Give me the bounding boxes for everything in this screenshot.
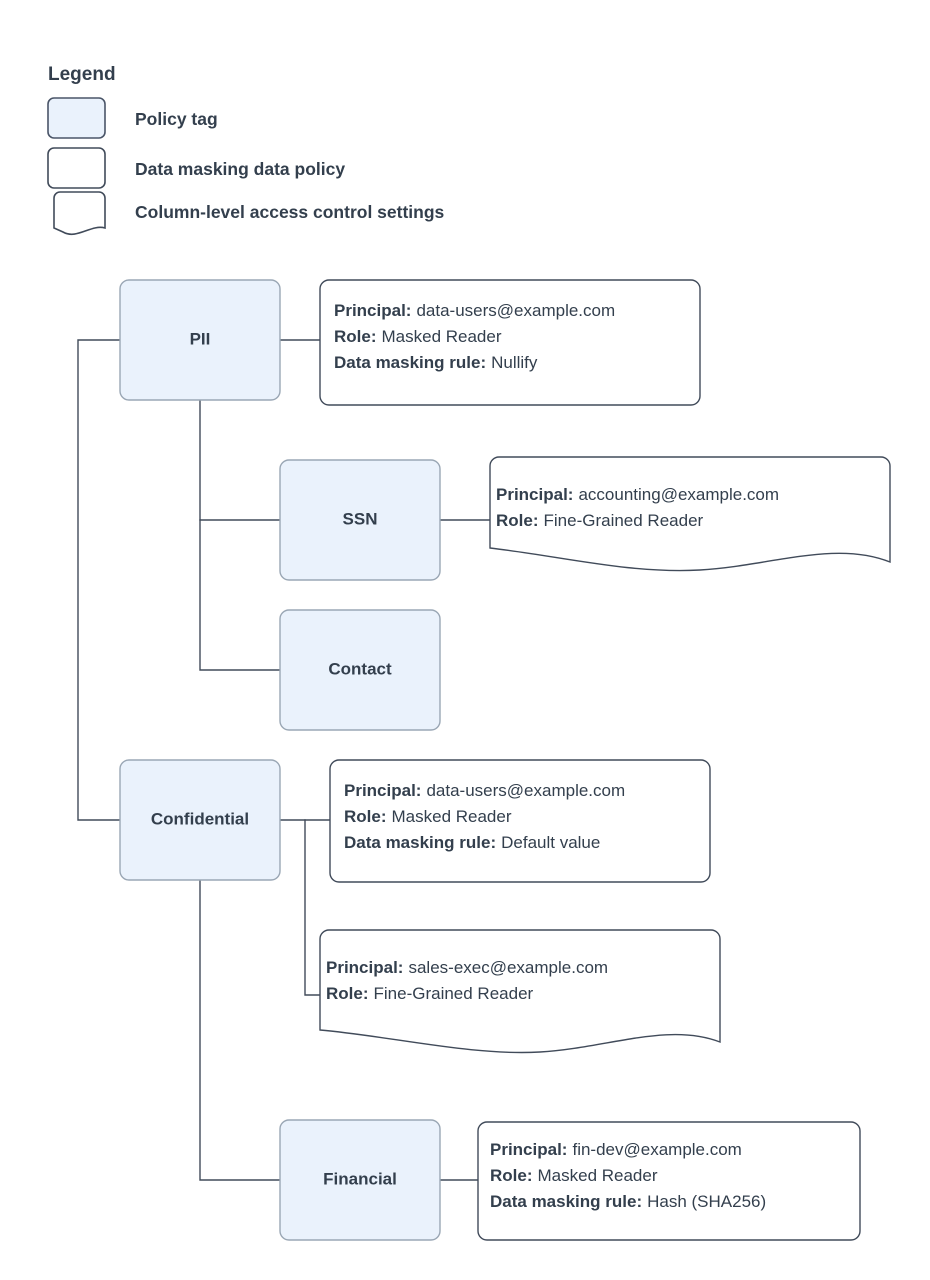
- policy-box-pii-masking[interactable]: Principal:data-users@example.com Role:Ma…: [319, 279, 701, 406]
- policy-confidential-masking-role: Role:Masked Reader: [344, 807, 512, 826]
- node-ssn[interactable]: SSN: [279, 459, 441, 581]
- policy-box-confidential-access-shape[interactable]: [319, 929, 721, 1054]
- data-masking-policy-swatch: [47, 147, 106, 189]
- node-contact-shape[interactable]: [279, 609, 441, 731]
- policy-box-ssn-access[interactable]: Principal:accounting@example.com Role:Fi…: [489, 456, 891, 572]
- node-confidential[interactable]: Confidential: [119, 759, 281, 881]
- connector-confidential-to-financial: [199, 879, 281, 1181]
- legend-item-policy-tag: Policy tag: [47, 97, 218, 139]
- policy-financial-masking-rule: Data masking rule:Hash (SHA256): [490, 1192, 766, 1211]
- policy-confidential-access-principal: Principal:sales-exec@example.com: [326, 958, 608, 977]
- legend-title: Legend: [48, 64, 116, 85]
- connector-pii-to-contact: [199, 519, 281, 671]
- node-pii[interactable]: PII: [119, 279, 281, 401]
- policy-box-financial-masking[interactable]: Principal:fin-dev@example.com Role:Maske…: [477, 1121, 861, 1241]
- legend-label-policy-tag: Policy tag: [135, 109, 218, 129]
- policy-box-financial-masking-shape[interactable]: [477, 1121, 861, 1241]
- policy-pii-masking-principal: Principal:data-users@example.com: [334, 301, 615, 320]
- connector-spine-root: [77, 339, 121, 821]
- policy-box-confidential-masking[interactable]: Principal:data-users@example.com Role:Ma…: [329, 759, 711, 883]
- policy-ssn-access-role: Role:Fine-Grained Reader: [496, 511, 704, 530]
- policy-pii-masking-rule: Data masking rule:Nullify: [334, 353, 538, 372]
- connectors: [77, 339, 491, 1181]
- node-financial-label: Financial: [323, 1169, 397, 1188]
- connector-pii-to-ssn: [199, 399, 281, 521]
- node-ssn-label: SSN: [343, 509, 378, 528]
- policy-box-confidential-access[interactable]: Principal:sales-exec@example.com Role:Fi…: [319, 929, 721, 1054]
- policy-pii-masking-role: Role:Masked Reader: [334, 327, 502, 346]
- node-confidential-label: Confidential: [151, 809, 249, 828]
- policy-box-confidential-masking-shape[interactable]: [329, 759, 711, 883]
- policy-box-ssn-access-shape[interactable]: [489, 456, 891, 572]
- node-contact[interactable]: Contact: [279, 609, 441, 731]
- node-financial[interactable]: Financial: [279, 1119, 441, 1241]
- policy-financial-masking-principal: Principal:fin-dev@example.com: [490, 1140, 742, 1159]
- column-access-settings-swatch: [53, 191, 106, 235]
- node-financial-shape[interactable]: [279, 1119, 441, 1241]
- policy-confidential-access-role: Role:Fine-Grained Reader: [326, 984, 534, 1003]
- connector-confidential-to-access-policy: [304, 819, 321, 996]
- policy-confidential-masking-principal: Principal:data-users@example.com: [344, 781, 625, 800]
- policy-box-pii-masking-shape[interactable]: [319, 279, 701, 406]
- node-ssn-shape[interactable]: [279, 459, 441, 581]
- policy-financial-masking-role: Role:Masked Reader: [490, 1166, 658, 1185]
- policy-tag-swatch: [47, 97, 106, 139]
- legend: Legend Policy tag Data masking data poli…: [47, 64, 445, 235]
- node-confidential-shape[interactable]: [119, 759, 281, 881]
- legend-item-data-masking-policy: Data masking data policy: [47, 147, 345, 189]
- legend-label-data-masking-policy: Data masking data policy: [135, 159, 345, 179]
- node-pii-shape[interactable]: [119, 279, 281, 401]
- node-pii-label: PII: [190, 329, 211, 348]
- legend-label-column-access-settings: Column-level access control settings: [135, 202, 445, 222]
- policy-ssn-access-principal: Principal:accounting@example.com: [496, 485, 779, 504]
- legend-item-column-access-settings: Column-level access control settings: [53, 191, 445, 235]
- node-contact-label: Contact: [328, 659, 392, 678]
- policy-confidential-masking-rule: Data masking rule:Default value: [344, 833, 600, 852]
